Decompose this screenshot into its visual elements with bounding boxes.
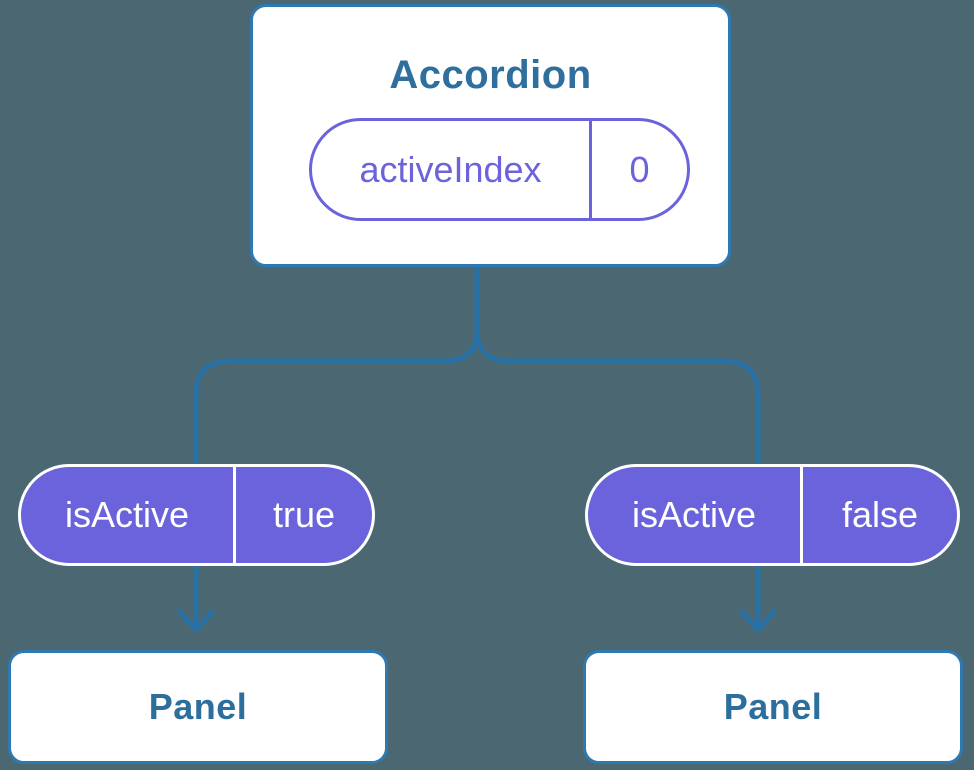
edge-right [474, 263, 761, 633]
prop-pill-right: isActive false [585, 464, 960, 566]
edge-left [193, 263, 480, 633]
accordion-card: Accordion activeIndex 0 [250, 4, 731, 267]
prop-name: isActive [21, 467, 236, 563]
panel-title: Panel [723, 686, 823, 727]
accordion-title: Accordion [389, 53, 592, 97]
state-pill: activeIndex 0 [309, 118, 690, 221]
prop-value: false [841, 494, 919, 535]
prop-pill-left: isActive true [18, 464, 375, 566]
state-value: 0 [629, 148, 650, 190]
arrow-down-left-icon [177, 609, 215, 633]
panel-card-left: Panel [8, 650, 388, 764]
panel-title: Panel [148, 686, 248, 727]
state-name: activeIndex [312, 121, 592, 218]
prop-name: isActive [588, 467, 803, 563]
prop-value: true [272, 494, 336, 535]
panel-card-right: Panel [583, 650, 963, 764]
arrow-down-right-icon [739, 609, 777, 633]
